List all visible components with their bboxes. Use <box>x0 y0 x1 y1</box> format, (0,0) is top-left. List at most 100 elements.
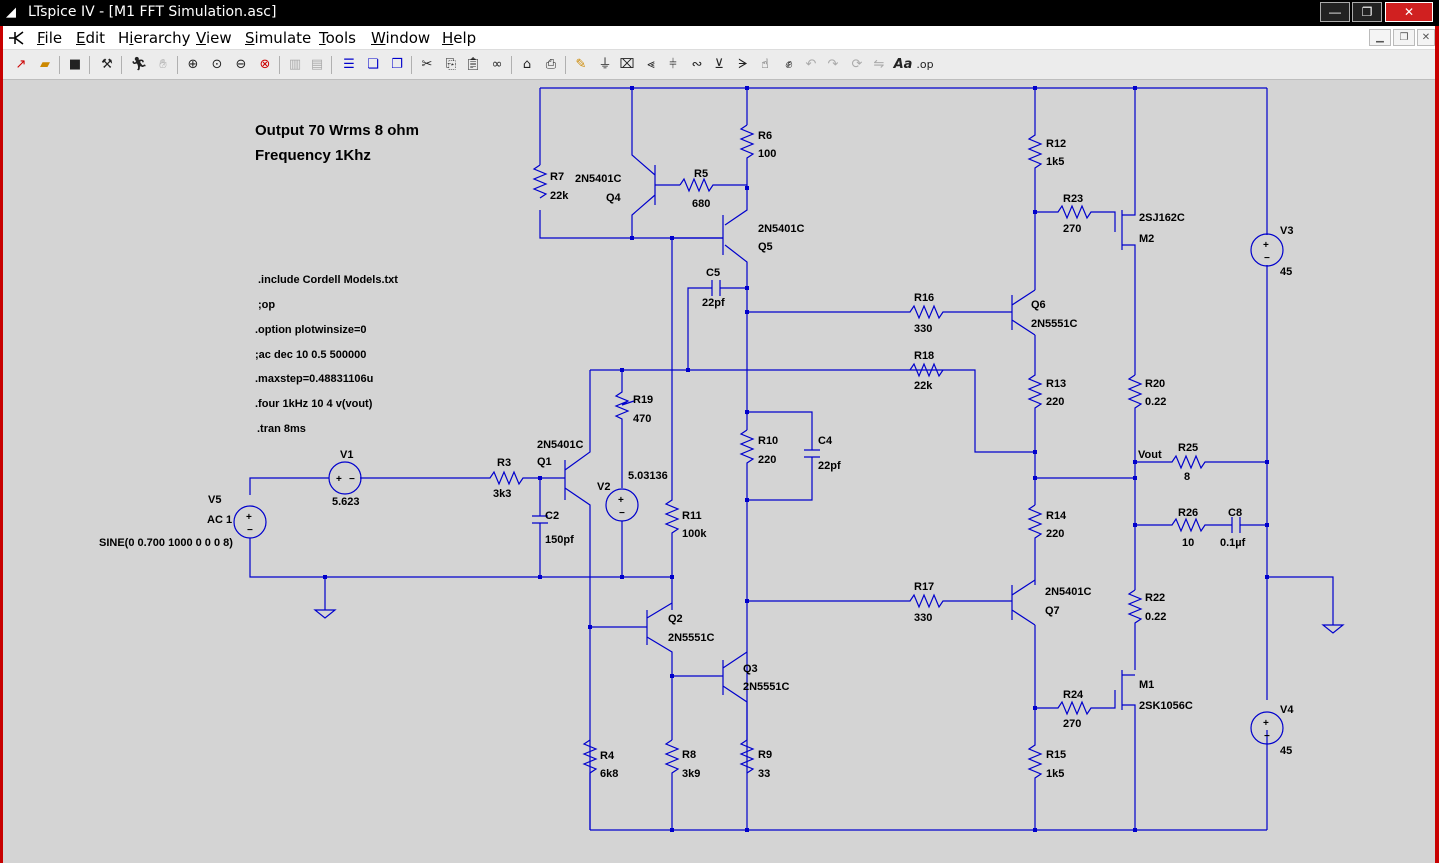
label-c5[interactable]: C5 <box>706 267 720 279</box>
label-v4v[interactable]: 45 <box>1280 745 1292 757</box>
label-c4[interactable]: C4 <box>818 435 833 447</box>
text-icon[interactable]: Aa <box>893 57 913 72</box>
label-c8v[interactable]: 0.1µf <box>1220 537 1246 549</box>
label-r20[interactable]: R20 <box>1145 378 1165 390</box>
spice-directive[interactable]: .four 1kHz 10 4 v(vout) <box>255 398 373 410</box>
label-c8[interactable]: C8 <box>1228 507 1242 519</box>
open-icon[interactable]: ▰ <box>40 57 50 72</box>
zoom-in-icon[interactable]: ⊕ <box>187 57 199 72</box>
drag-icon[interactable]: ✊︎ <box>785 57 793 72</box>
diode-icon[interactable]: ⊻ <box>714 57 724 72</box>
spice-directive[interactable]: .maxstep=0.48831106u <box>255 373 373 385</box>
label-q1[interactable]: Q1 <box>537 456 552 468</box>
label-r8[interactable]: R8 <box>682 749 696 761</box>
label-r11[interactable]: R11 <box>682 510 702 522</box>
label-q6[interactable]: Q6 <box>1031 299 1046 311</box>
label-r22v[interactable]: 0.22 <box>1145 611 1166 623</box>
tile-vertical-icon[interactable]: ▥ <box>288 57 302 72</box>
label-r26v[interactable]: 10 <box>1182 537 1194 549</box>
label-q1n[interactable]: 2N5401C <box>537 439 584 451</box>
label-m2n[interactable]: 2SJ162C <box>1139 212 1185 224</box>
label-r19[interactable]: R19 <box>633 394 653 406</box>
label-r11v[interactable]: 100k <box>682 528 707 540</box>
label-r20v[interactable]: 0.22 <box>1145 396 1166 408</box>
menu-tools[interactable]: Tools <box>319 29 356 47</box>
label-q3[interactable]: Q3 <box>743 663 758 675</box>
close-window-icon[interactable]: ❏ <box>367 57 379 72</box>
zoom-full-icon[interactable]: ⊙ <box>211 57 223 72</box>
menu-edit[interactable]: Edit <box>76 29 106 47</box>
label-v2v[interactable]: 5.03136 <box>628 470 668 482</box>
label-q6n[interactable]: 2N5551C <box>1031 318 1078 330</box>
find-icon[interactable]: ∞ <box>491 57 503 72</box>
label-r3[interactable]: R3 <box>497 457 511 469</box>
menu-hierarchy[interactable]: Hierarchy <box>118 29 191 47</box>
ground-icon[interactable]: ⏚ <box>598 57 612 72</box>
label-c2[interactable]: C2 <box>545 510 559 522</box>
label-r23v[interactable]: 270 <box>1063 223 1081 235</box>
label-q5[interactable]: Q5 <box>758 241 773 253</box>
label-q7[interactable]: Q7 <box>1045 605 1060 617</box>
label-r15[interactable]: R15 <box>1046 749 1066 761</box>
label-q4[interactable]: Q4 <box>606 192 622 204</box>
label-r9v[interactable]: 33 <box>758 768 770 780</box>
tile-horizontal-icon[interactable]: ▤ <box>310 57 324 72</box>
paste-icon[interactable]: 📋︎ <box>464 57 482 72</box>
label-c5v[interactable]: 22pf <box>702 297 725 309</box>
label-r18[interactable]: R18 <box>914 350 934 362</box>
label-r7[interactable]: R7 <box>550 171 564 183</box>
component-icon[interactable]: ᗒ <box>738 57 748 72</box>
spice-directive[interactable]: .tran 8ms <box>257 423 306 435</box>
mirror-icon[interactable]: ⇋ <box>873 57 885 72</box>
label-r26[interactable]: R26 <box>1178 507 1198 519</box>
label-r5v[interactable]: 680 <box>692 198 710 210</box>
heading-output[interactable]: Output 70 Wrms 8 ohm <box>255 122 419 139</box>
label-r19v[interactable]: 470 <box>633 413 651 425</box>
inductor-icon[interactable]: ∾ <box>691 57 703 72</box>
label-v4[interactable]: V4 <box>1280 704 1294 716</box>
label-r10v[interactable]: 220 <box>758 454 776 466</box>
label-r23[interactable]: R23 <box>1063 193 1083 205</box>
spice-directive[interactable]: ;ac dec 10 0.5 500000 <box>255 349 366 361</box>
move-icon[interactable]: ☝︎ <box>761 57 769 72</box>
print-setup-icon[interactable]: ⌂ <box>522 57 532 72</box>
label-v1[interactable]: V1 <box>340 449 353 461</box>
label-m1n[interactable]: 2SK1056C <box>1139 700 1193 712</box>
print-icon[interactable]: ⎙ <box>545 57 557 72</box>
label-r13v[interactable]: 220 <box>1046 396 1064 408</box>
menu-view[interactable]: View <box>196 29 232 47</box>
redo-icon[interactable]: ↷ <box>827 57 839 72</box>
menu-help[interactable]: Help <box>442 29 477 47</box>
minimize-button[interactable]: — <box>1320 2 1350 22</box>
label-q7n[interactable]: 2N5401C <box>1045 586 1092 598</box>
mdi-minimize-button[interactable]: ▁ <box>1369 29 1391 46</box>
tile-icon[interactable]: ❐ <box>391 57 403 72</box>
label-r12v[interactable]: 1k5 <box>1046 156 1064 168</box>
label-r4[interactable]: R4 <box>600 750 615 762</box>
spice-directive[interactable]: ;op <box>258 299 275 311</box>
label-c2v[interactable]: 150pf <box>545 534 574 546</box>
draw-wire-icon[interactable]: ✎ <box>575 57 587 72</box>
label-v3v[interactable]: 45 <box>1280 266 1292 278</box>
label-v2[interactable]: V2 <box>597 481 610 493</box>
label-vout[interactable]: Vout <box>1138 449 1162 461</box>
label-net-icon[interactable]: ⌧ <box>619 57 635 72</box>
label-r3v[interactable]: 3k3 <box>493 488 511 500</box>
label-r6[interactable]: R6 <box>758 130 772 142</box>
label-c4v[interactable]: 22pf <box>818 460 841 472</box>
label-r6v[interactable]: 100 <box>758 148 776 160</box>
halt-icon[interactable]: ✋︎ <box>159 57 167 72</box>
spice-directive[interactable]: .include Cordell Models.txt <box>258 274 398 286</box>
mdi-close-button[interactable]: ✕ <box>1417 29 1435 46</box>
save-icon[interactable]: ■ <box>68 57 82 72</box>
label-q3n[interactable]: 2N5551C <box>743 681 790 693</box>
resistor-icon[interactable]: ⪡ <box>647 57 655 72</box>
label-r16v[interactable]: 330 <box>914 323 932 335</box>
zoom-out-icon[interactable]: ⊖ <box>235 57 247 72</box>
label-q5n[interactable]: 2N5401C <box>758 223 805 235</box>
label-r25v[interactable]: 8 <box>1184 471 1190 483</box>
label-r14[interactable]: R14 <box>1046 510 1067 522</box>
label-v3[interactable]: V3 <box>1280 225 1293 237</box>
